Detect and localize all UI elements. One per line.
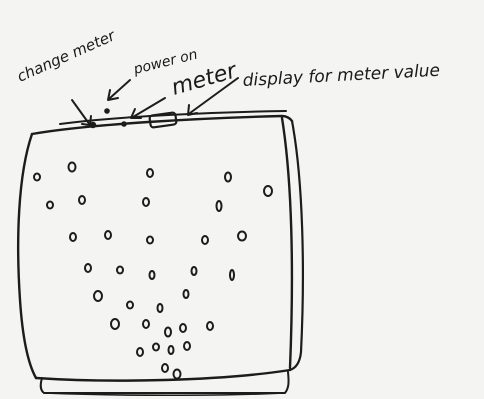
speaker-hole [165, 328, 171, 337]
speaker-hole [202, 236, 208, 244]
speaker-hole [143, 198, 149, 206]
speaker-hole [180, 324, 186, 332]
speaker-hole [230, 270, 234, 280]
speaker-hole [238, 232, 246, 241]
speaker-hole [207, 322, 213, 330]
speaker-hole [264, 186, 272, 196]
change-meter-button [90, 122, 96, 128]
speaker-hole [85, 264, 91, 272]
speaker-hole [34, 174, 40, 181]
speaker-hole [174, 370, 181, 379]
speaker-hole [69, 163, 76, 172]
speaker-hole [94, 291, 102, 301]
speaker-hole [184, 342, 190, 350]
label-change-meter: change meter [14, 26, 118, 86]
label-display: display for meter value [242, 61, 440, 91]
speaker-hole [117, 267, 123, 274]
speaker-hole [184, 290, 189, 298]
speaker-hole [162, 364, 168, 372]
speaker-hole [217, 201, 222, 211]
speaker-hole [169, 346, 174, 354]
speaker-hole [158, 304, 163, 312]
power-on-indicator [104, 108, 110, 114]
meter-knob [121, 121, 127, 127]
speaker-hole [153, 344, 159, 351]
speaker-hole [47, 202, 53, 209]
speaker-hole [147, 237, 153, 244]
speaker-hole [111, 319, 119, 329]
speaker-hole [225, 173, 231, 182]
device-body [18, 111, 303, 381]
speaker-hole [79, 196, 85, 204]
speaker-hole [127, 302, 133, 309]
speaker-hole [143, 320, 149, 328]
speaker-hole [70, 233, 76, 241]
speaker-hole [105, 231, 111, 239]
speaker-hole [150, 271, 155, 279]
arrow-power-on [108, 80, 130, 100]
speaker-hole [137, 348, 143, 356]
speaker-holes [34, 163, 272, 379]
speaker-hole [147, 169, 153, 177]
speaker-hole [192, 267, 197, 275]
